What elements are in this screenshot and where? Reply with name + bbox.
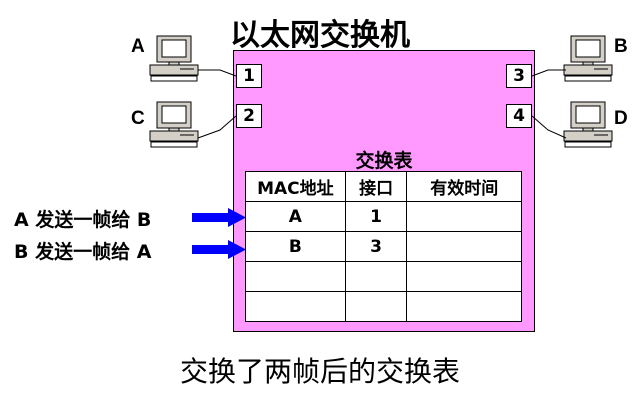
switch-table-title: 交换表 (355, 150, 413, 172)
header-mac-address: MAC地址 (245, 171, 346, 202)
table-row (245, 261, 522, 292)
arrow-frame-2-icon (192, 240, 246, 259)
computer-a-icon (149, 35, 199, 82)
table-row: A 1 (245, 201, 522, 232)
computer-b-label: B (614, 36, 628, 57)
valid-time-cell (406, 201, 522, 232)
port-4: 4 (506, 104, 532, 128)
interface-cell: 3 (344, 231, 408, 262)
computer-c-icon (149, 101, 199, 148)
mac-cell: B (245, 231, 346, 262)
valid-time-cell (406, 291, 522, 322)
cable-d (531, 115, 567, 139)
computer-d-label: D (614, 108, 628, 129)
interface-cell: 1 (344, 201, 408, 232)
computer-a-label: A (131, 36, 145, 57)
mac-cell (245, 291, 346, 322)
port-3: 3 (506, 64, 532, 88)
mac-cell: A (245, 201, 346, 232)
mac-cell (245, 261, 346, 292)
diagram-title: 以太网交换机 (230, 18, 410, 53)
frame-1-label: A 发送一帧给 B (14, 209, 152, 231)
computer-c-label: C (131, 108, 145, 129)
computer-d-icon (563, 101, 613, 148)
table-row (245, 291, 522, 322)
cable-a (198, 69, 237, 77)
computer-b-icon (563, 35, 613, 82)
port-1: 1 (236, 64, 262, 88)
port-2: 2 (236, 104, 262, 128)
interface-cell (344, 261, 408, 292)
table-header-row: MAC地址 接口 有效时间 (245, 171, 522, 202)
interface-cell (344, 291, 408, 322)
switch-table: MAC地址 接口 有效时间 A 1 B 3 (245, 171, 522, 322)
frame-2-label: B 发送一帧给 A (14, 241, 152, 263)
cable-c (197, 115, 237, 139)
valid-time-cell (406, 231, 522, 262)
arrow-frame-1-icon (192, 208, 246, 227)
header-interface: 接口 (344, 171, 408, 202)
valid-time-cell (406, 261, 522, 292)
cable-b (531, 69, 566, 77)
table-row: B 3 (245, 231, 522, 262)
diagram-caption: 交换了两帧后的交换表 (179, 355, 460, 388)
header-valid-time: 有效时间 (406, 171, 522, 202)
